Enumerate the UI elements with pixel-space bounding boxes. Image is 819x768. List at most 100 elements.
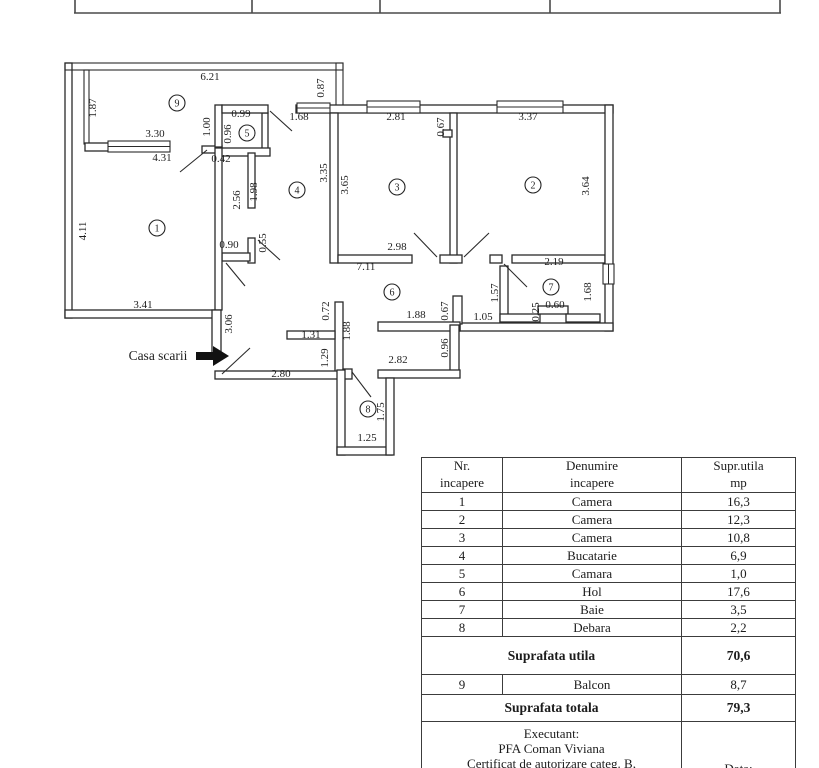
total-value: 79,3 <box>681 694 796 722</box>
table-cell: Bucatarie <box>502 546 682 565</box>
dimension-label: 1.31 <box>301 329 320 341</box>
dimension-label: 1.00 <box>201 117 213 137</box>
table-cell: Camera <box>502 492 682 511</box>
table-cell: Balcon <box>502 674 682 695</box>
dimension-label: 0.99 <box>231 108 251 120</box>
dimension-label: 3.35 <box>318 163 330 183</box>
table-cell: 4 <box>421 546 503 565</box>
dimension-label: 0.72 <box>320 301 332 320</box>
dimension-label: 0.42 <box>211 153 230 165</box>
dimension-label: 3.41 <box>133 299 152 311</box>
dimension-label: 1.29 <box>319 348 331 368</box>
svg-text:1: 1 <box>155 224 160 235</box>
doors <box>179 110 528 398</box>
dimension-label: 3.37 <box>518 111 538 123</box>
table-cell: 7 <box>421 600 503 619</box>
dimension-label: 2.19 <box>544 256 564 268</box>
total-row: Suprafata totala 79,3 <box>421 694 796 722</box>
dimension-label: 1.68 <box>289 111 309 123</box>
svg-text:5: 5 <box>245 129 250 140</box>
table-cell: Camara <box>502 564 682 583</box>
dimension-label: 0.60 <box>545 299 565 311</box>
dimension-label: 1.57 <box>489 283 501 303</box>
windows <box>107 100 615 285</box>
dimension-label: 3.64 <box>580 176 592 196</box>
window <box>296 102 331 114</box>
table-cell: 1 <box>421 492 503 511</box>
dimension-label: 4.11 <box>77 222 89 241</box>
top-table-strip <box>74 0 781 14</box>
dimension-label: 0.25 <box>530 302 542 322</box>
room-number-marker: 2 <box>524 176 542 194</box>
subtotal-value: 70,6 <box>681 636 796 675</box>
dimension-label: 2.56 <box>231 190 243 210</box>
room-number-marker: 9 <box>168 94 186 112</box>
dimension-label: 1.25 <box>357 432 377 444</box>
dimension-label: 6.21 <box>200 71 219 83</box>
svg-text:9: 9 <box>175 99 180 110</box>
window <box>107 140 171 153</box>
svg-text:4: 4 <box>295 186 300 197</box>
dimension-label: 3.65 <box>339 175 351 195</box>
dimension-label: 0.67 <box>439 301 451 321</box>
window <box>496 100 564 114</box>
table-cell: 5 <box>421 564 503 583</box>
data-label-cell: Data: <box>681 721 796 768</box>
dimension-label: 2.80 <box>271 368 291 380</box>
table-cell: 3 <box>421 528 503 547</box>
svg-text:8: 8 <box>366 405 371 416</box>
window <box>602 263 615 285</box>
table-cell: 3,5 <box>681 600 796 619</box>
column-header: Nr.incapere <box>421 457 503 493</box>
table-cell: 8 <box>421 618 503 637</box>
room-number-marker: 3 <box>388 178 406 196</box>
dimension-label: 1.88 <box>406 309 426 321</box>
dimension-label: 1.87 <box>87 98 99 118</box>
svg-text:6: 6 <box>390 288 395 299</box>
dimension-label: 0.67 <box>435 117 447 137</box>
svg-text:3: 3 <box>395 183 400 194</box>
table-cell: Debara <box>502 618 682 637</box>
table-cell: 9 <box>421 674 503 695</box>
table-cell: 2,2 <box>681 618 796 637</box>
dimension-label: 0.90 <box>219 239 239 251</box>
dimension-label: 1.68 <box>582 282 594 302</box>
walls <box>64 62 614 456</box>
window <box>366 100 421 114</box>
dimension-label: 4.31 <box>152 152 171 164</box>
room-number-marker: 4 <box>288 181 306 199</box>
dimension-label: 2.82 <box>388 354 407 366</box>
table-cell: 1,0 <box>681 564 796 583</box>
table-cell: 8,7 <box>681 674 796 695</box>
table-cell: 17,6 <box>681 582 796 601</box>
dimension-label: 0.87 <box>315 78 327 98</box>
stairs-label: Casa scarii <box>129 348 188 363</box>
dimension-label: 1.05 <box>473 311 493 323</box>
stairs-arrow-icon <box>196 346 229 366</box>
table-cell: Camera <box>502 528 682 547</box>
table-cell: 12,3 <box>681 510 796 529</box>
table-cell: Baie <box>502 600 682 619</box>
subtotal-label: Suprafata utila <box>421 636 682 675</box>
subtotal-row: Suprafata utila 70,6 <box>421 636 796 675</box>
dimension-label: 1.98 <box>248 182 260 202</box>
svg-text:2: 2 <box>531 181 536 192</box>
dimension-label: 1.75 <box>375 402 387 422</box>
dimension-label: 2.81 <box>386 111 405 123</box>
table-cell: 16,3 <box>681 492 796 511</box>
dimension-label: 1.88 <box>341 321 353 341</box>
